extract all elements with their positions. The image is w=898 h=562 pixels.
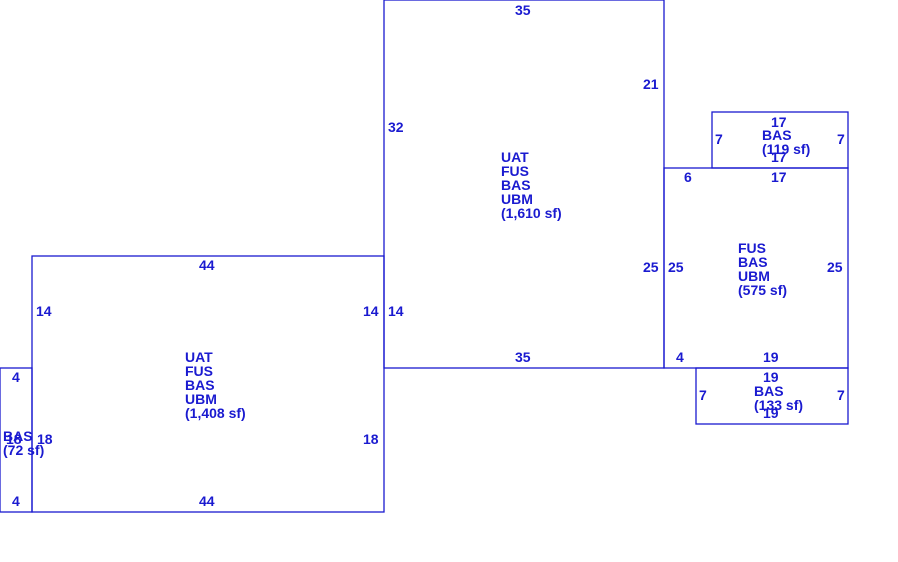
dim-right-top-left: 7 [715,131,723,147]
area-far-left-outline [0,367,33,513]
dim-right-bottom-right: 7 [837,387,845,403]
dim-main-center-bottom: 35 [515,349,531,365]
area-size: (119 sf) [762,141,810,157]
area-size: (72 sf) [3,442,44,458]
area-code: UBM [185,391,217,407]
dim-main-left-right: 14 [363,303,379,319]
dim-right-middle-right: 25 [827,259,843,275]
area-right-top-label: BAS (119 sf) [762,127,810,157]
area-code: BAS [738,254,768,270]
dim-right-middle-bottom: 19 [763,349,779,365]
dim-main-left-top: 44 [199,257,215,273]
area-right-middle-label: FUS BAS UBM (575 sf) [738,240,787,298]
dim-far-left-top: 4 [12,369,20,385]
area-code: UBM [738,268,770,284]
dim-right-bottom-left: 7 [699,387,707,403]
area-code: UBM [501,191,533,207]
area-code: FUS [185,363,213,379]
dim-right-bottom-bottom: 19 [763,405,779,421]
area-main-center-label: UAT FUS BAS UBM (1,610 sf) [501,149,562,221]
area-code: FUS [738,240,766,256]
dim-right-middle-bottom-left: 4 [676,349,684,365]
area-main-left-label: UAT FUS BAS UBM (1,408 sf) [185,349,246,421]
area-size: (133 sf) [754,397,803,413]
area-code: BAS [501,177,531,193]
area-code: UAT [185,349,213,365]
dim-right-middle-left: 25 [668,259,684,275]
area-right-bottom-outline [695,367,849,425]
dim-far-left-left: 18 [6,431,22,447]
dim-right-middle-top: 17 [771,169,787,185]
dim-right-top-top: 17 [771,114,787,130]
area-code: UAT [501,149,529,165]
area-code: BAS [754,383,784,399]
dim-main-center-right-lower: 25 [643,259,659,275]
dim-main-center-right: 21 [643,76,659,92]
area-code: BAS [185,377,215,393]
dim-main-left-left-lower: 18 [37,431,53,447]
dim-right-bottom-top: 19 [763,369,779,385]
dim-main-left-right-lower: 18 [363,431,379,447]
area-right-bottom-label: BAS (133 sf) [754,383,803,413]
area-code: BAS [3,428,33,444]
dim-main-center-left: 32 [388,119,404,135]
area-size: (575 sf) [738,282,787,298]
area-size: (1,408 sf) [185,405,246,421]
area-far-left-label: BAS (72 sf) [3,428,44,458]
dim-right-top-bottom: 17 [771,149,787,165]
area-size: (1,610 sf) [501,205,562,221]
area-code: FUS [501,163,529,179]
dim-right-top-right: 7 [837,131,845,147]
dim-far-left-bottom: 4 [12,493,20,509]
dim-right-middle-top-left: 6 [684,169,692,185]
dim-main-left-bottom: 44 [199,493,215,509]
area-code: BAS [762,127,792,143]
dim-main-center-top: 35 [515,2,531,18]
dim-main-left-left: 14 [36,303,52,319]
dim-main-center-left-lower: 14 [388,303,404,319]
